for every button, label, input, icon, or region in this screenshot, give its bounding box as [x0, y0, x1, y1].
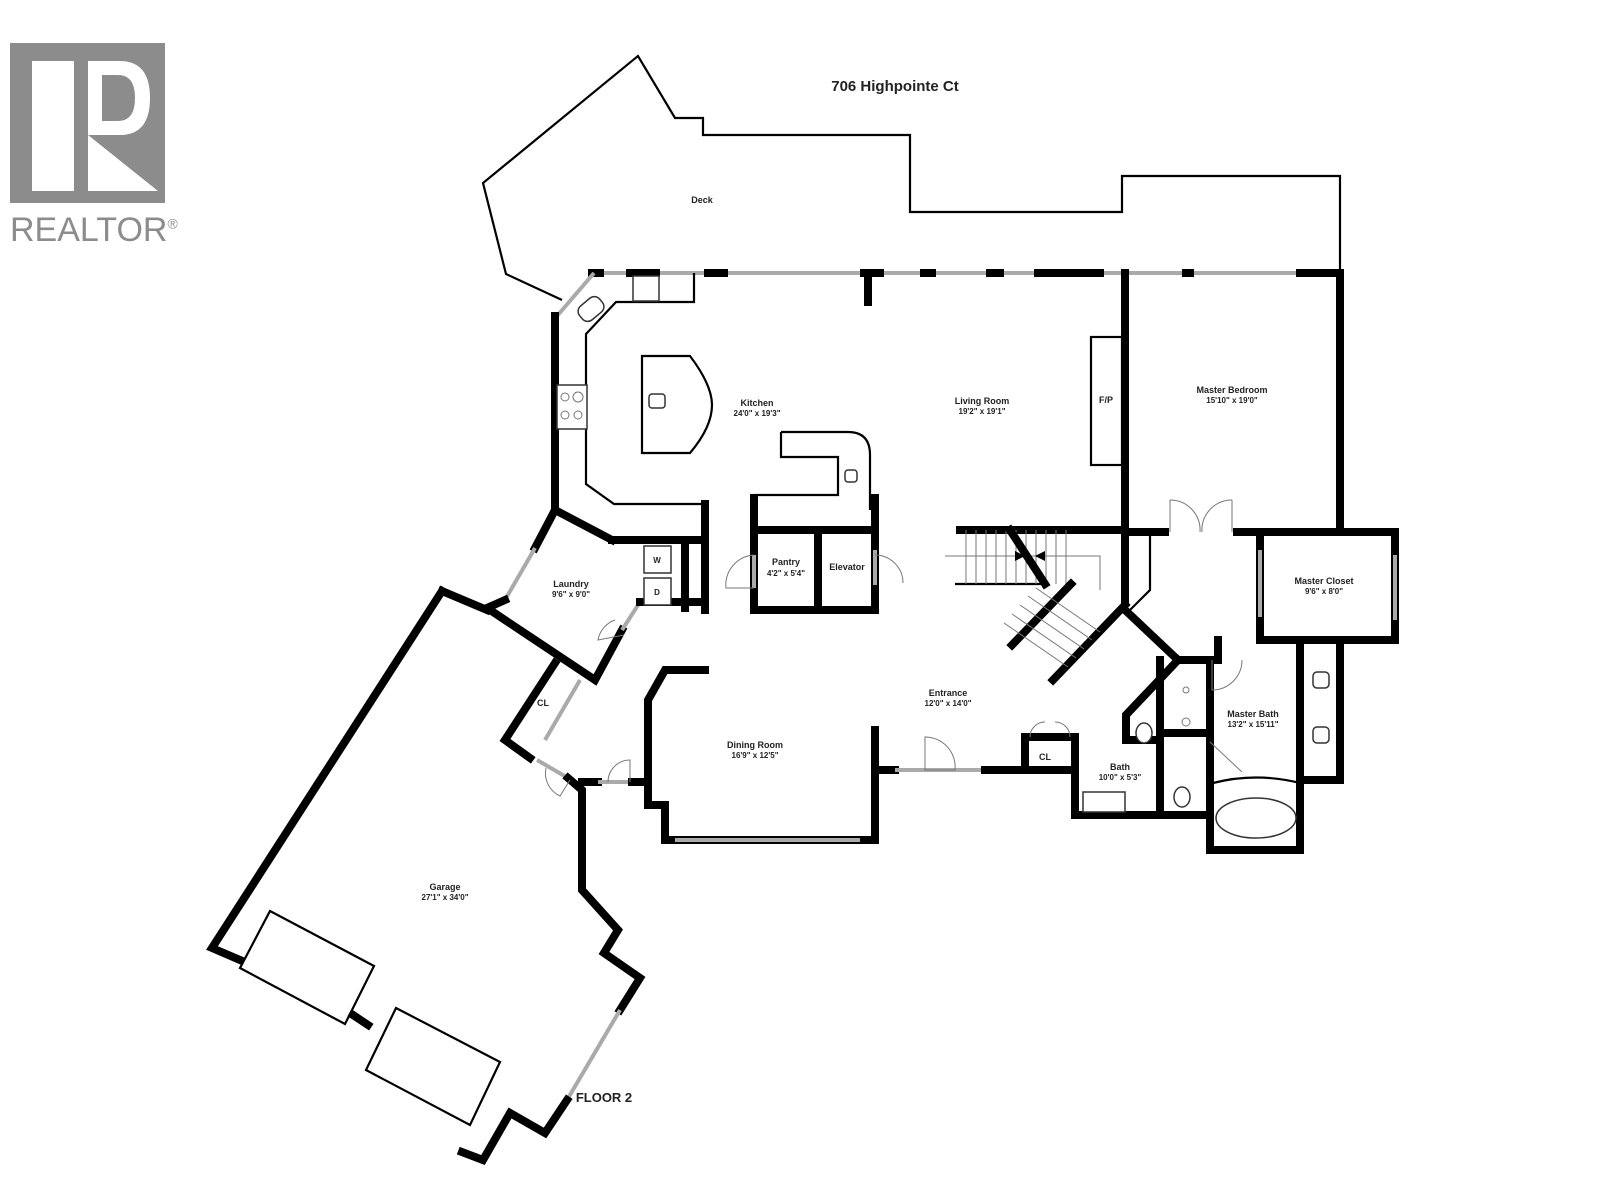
kitchen: Kitchen 24'0" x 19'3" — [549, 271, 872, 546]
realtor-r-mark-icon — [10, 43, 165, 203]
address-title: 706 Highpointe Ct — [831, 78, 959, 95]
room-label-master-bath: Master Bath — [1227, 709, 1279, 719]
room-dims-master-closet: 9'6" x 8'0" — [1305, 587, 1343, 596]
entrance: CL Entrance 12'0" x 14'0" — [871, 688, 1079, 844]
floor-label: FLOOR 2 — [576, 1090, 632, 1105]
room-label-bath: Bath — [1110, 762, 1130, 772]
room-label-entrance-closet: CL — [1039, 752, 1051, 762]
realtor-wordmark: REALTOR® — [10, 211, 178, 249]
room-dims-master-bedroom: 15'10" x 19'0" — [1206, 396, 1258, 405]
master-closet: Master Closet 9'6" x 8'0" — [1124, 528, 1399, 644]
room-label-master-bedroom: Master Bedroom — [1196, 385, 1267, 395]
room-label-garage: Garage — [429, 882, 460, 892]
room-dims-laundry: 9'6" x 9'0" — [552, 590, 590, 599]
room-label-pantry: Pantry — [772, 557, 800, 567]
realtor-logo: REALTOR® — [10, 43, 178, 249]
pantry-elevator: Pantry 4'2" x 5'4" Elevator — [725, 494, 904, 614]
room-dims-bath: 10'0" x 5'3" — [1099, 773, 1142, 782]
north-wall — [588, 269, 1344, 306]
bathrooms: Master Bath 13'2" x 15'11" Bath 10'0" x … — [1071, 604, 1344, 854]
room-label-laundry: Laundry — [553, 579, 589, 589]
room-label-garage-closet: CL — [537, 698, 549, 708]
deck: Deck — [481, 54, 1342, 301]
dining-room: Dining Room 16'9" x 12'5" — [644, 666, 879, 844]
room-label-dining-room: Dining Room — [727, 740, 783, 750]
room-dims-entrance: 12'0" x 14'0" — [925, 699, 972, 708]
staircase — [945, 524, 1131, 686]
room-label-master-closet: Master Closet — [1294, 576, 1353, 586]
master-bedroom: Master Bedroom 15'10" x 19'0" — [1121, 269, 1399, 536]
room-label-elevator: Elevator — [829, 562, 865, 572]
room-dims-master-bath: 13'2" x 15'11" — [1228, 720, 1279, 729]
room-dims-living-room: 19'2" x 19'1" — [959, 407, 1006, 416]
room-dims-kitchen: 24'0" x 19'3" — [734, 409, 781, 418]
room-label-entrance: Entrance — [929, 688, 968, 698]
room-label-kitchen: Kitchen — [740, 398, 773, 408]
living-room: F/P Living Room 19'2" x 19'1" — [955, 269, 1129, 604]
room-dims-dining-room: 16'9" x 12'5" — [732, 751, 779, 760]
fireplace-label: F/P — [1099, 395, 1113, 405]
room-dims-garage: 27'1" x 34'0" — [422, 893, 469, 902]
room-label-living-room: Living Room — [955, 396, 1010, 406]
laundry: W D Laundry 9'6" x 9'0" — [478, 504, 709, 686]
room-label-deck: Deck — [691, 195, 714, 205]
washer-label: W — [653, 556, 661, 565]
garage: CL Garage 27'1" x 34'0" — [206, 585, 652, 1165]
dryer-label: D — [654, 588, 660, 597]
room-dims-pantry: 4'2" x 5'4" — [767, 569, 805, 578]
